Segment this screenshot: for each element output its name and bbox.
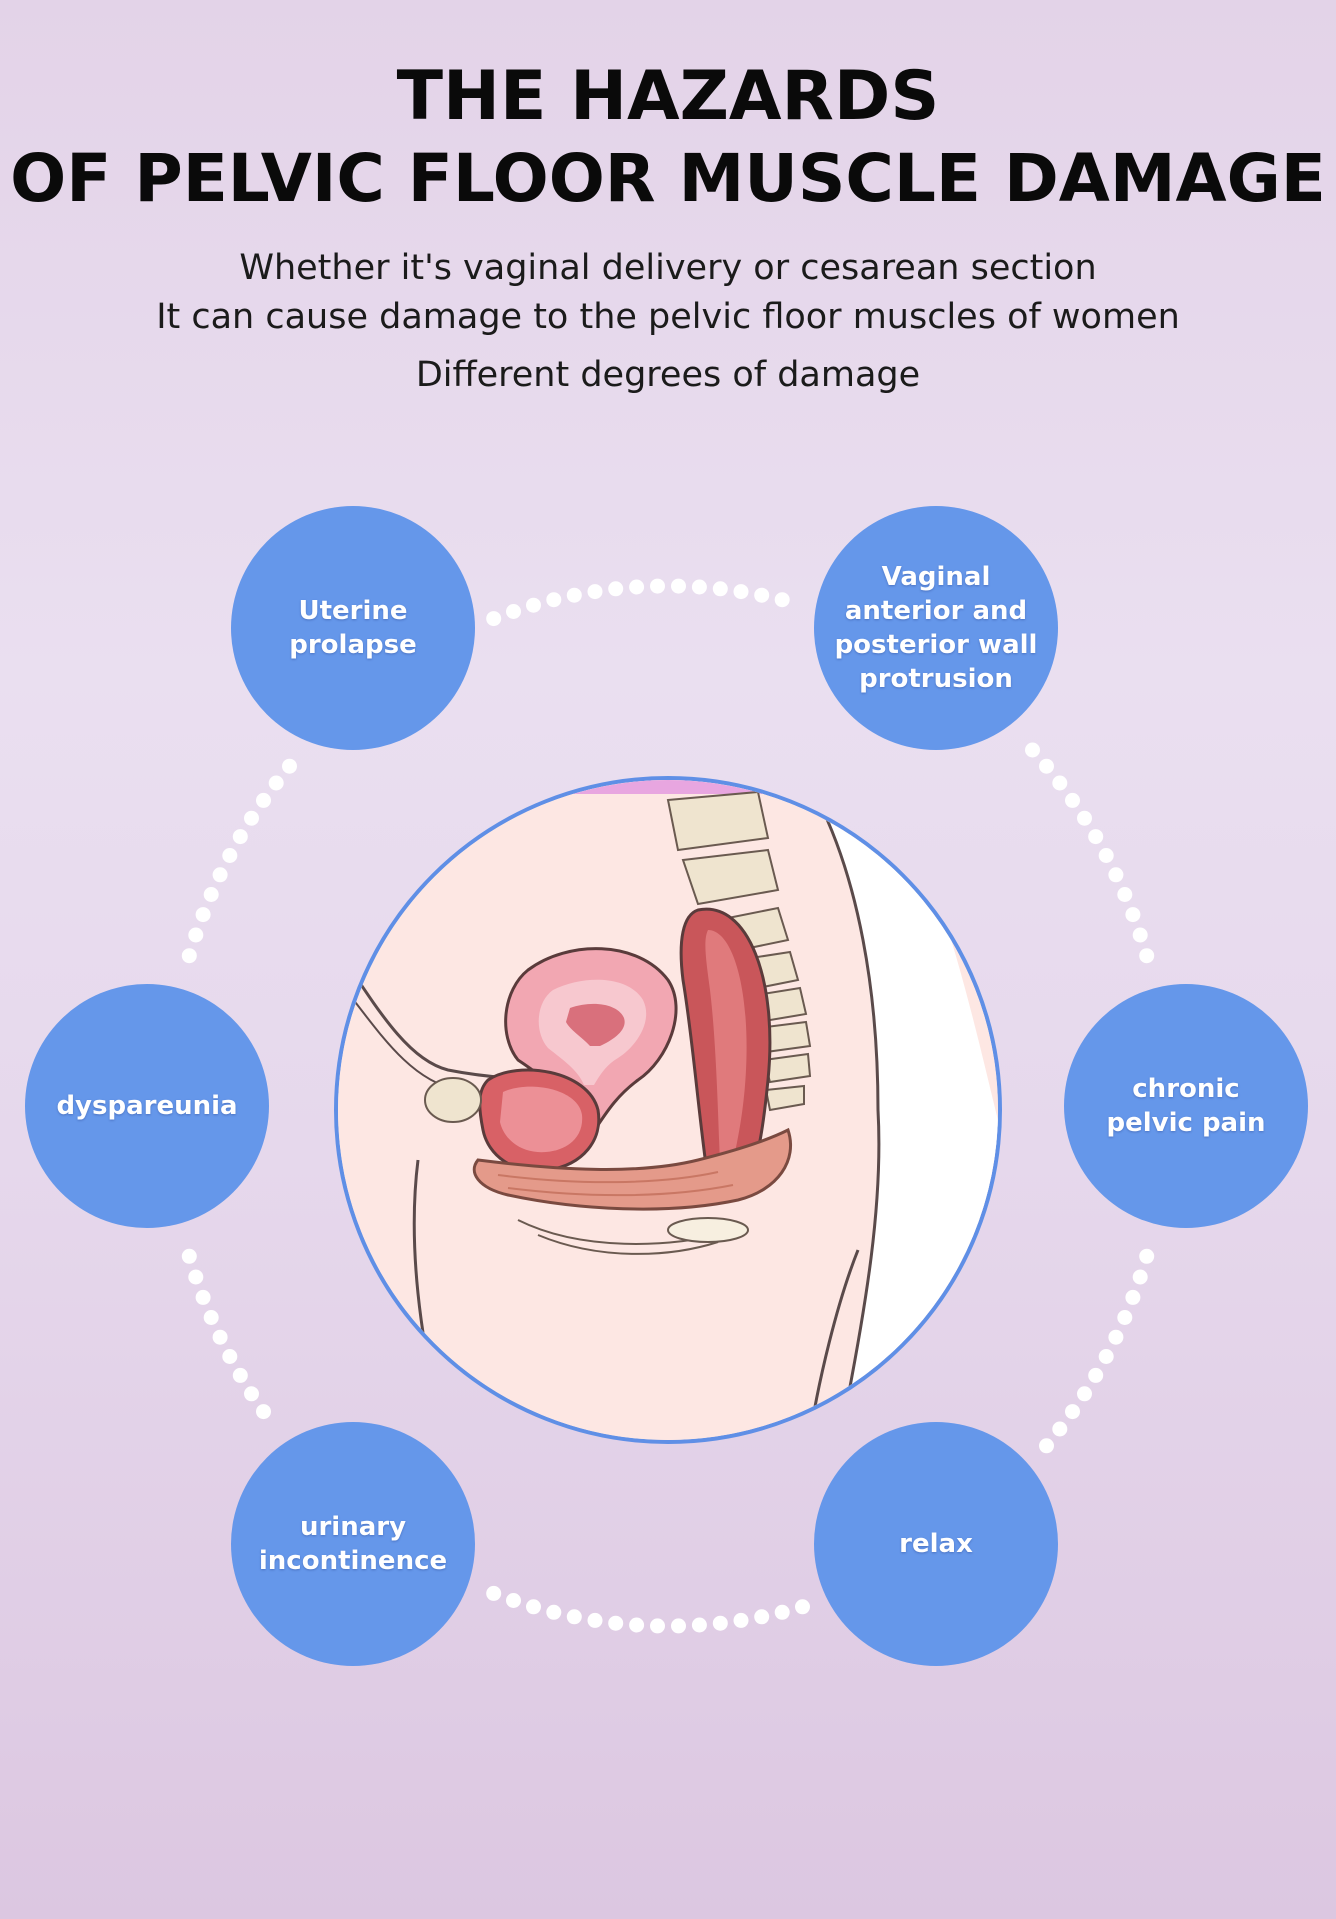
ring-dot — [754, 587, 770, 603]
ring-dot — [712, 1615, 728, 1631]
ring-dot — [546, 592, 562, 608]
ring-dot — [629, 579, 645, 595]
ring-dot — [774, 1604, 790, 1620]
subtitle-line-2: It can cause damage to the pelvic floor … — [156, 297, 1180, 337]
hazard-dyspareunia: dyspareunia — [25, 984, 269, 1228]
ring-dot — [712, 581, 728, 597]
ring-dot — [222, 848, 238, 863]
hazard-label: dyspareunia — [56, 1091, 238, 1121]
ring-dot — [1132, 1269, 1148, 1285]
ring-dot — [232, 1367, 248, 1383]
page-title-line-1: THE HAZARDS — [396, 57, 940, 136]
hazard-label: relax — [899, 1529, 973, 1559]
hazard-relax: relax — [814, 1422, 1058, 1666]
ring-dot — [1125, 1289, 1141, 1305]
ring-dot — [566, 1609, 582, 1625]
ring-dot — [256, 792, 271, 808]
ring-dot — [203, 887, 219, 902]
ring-dot — [587, 1612, 603, 1628]
ring-dot — [526, 597, 541, 613]
ring-dot — [203, 1310, 219, 1325]
ring-dot — [1139, 1248, 1155, 1264]
ring-dot — [244, 810, 259, 826]
ring-dot — [1108, 1329, 1124, 1345]
ring-dot — [526, 1599, 541, 1615]
ring-dot — [1088, 1367, 1104, 1383]
ring-dot — [691, 1617, 707, 1633]
ring-dot — [1117, 887, 1133, 902]
ring-dot — [222, 1349, 238, 1364]
pelvic-floor-anatomy-icon — [338, 780, 998, 1440]
ring-dot — [587, 584, 603, 600]
ring-dot — [1052, 775, 1068, 791]
ring-dot — [774, 592, 790, 608]
ring-dot — [282, 758, 297, 774]
ring-dot — [1052, 1421, 1068, 1437]
hazard-label: chronic pelvic pain — [1106, 1074, 1266, 1138]
ring-dot — [181, 948, 197, 964]
hazard-vaginal-wall-protrusion: Vaginal anterior and posterior wall prot… — [814, 506, 1058, 750]
ring-dot — [629, 1617, 645, 1633]
ring-dot — [1132, 927, 1148, 943]
ring-dot — [1065, 1404, 1080, 1420]
ring-dot — [608, 1615, 624, 1631]
ring-dot — [188, 927, 204, 943]
ring-dot — [244, 1386, 259, 1402]
ring-dot — [566, 587, 582, 603]
ring-dot — [486, 611, 502, 627]
hazard-chronic-pelvic-pain: chronic pelvic pain — [1064, 984, 1308, 1228]
ring-dot — [1039, 758, 1054, 774]
hazard-uterine-prolapse: Uterine prolapse — [231, 506, 475, 750]
ring-dot — [1039, 1438, 1054, 1454]
ring-dot — [188, 1269, 204, 1285]
ring-dot — [795, 1599, 810, 1615]
pelvic-anatomy-illustration — [334, 776, 1002, 1444]
ring-dot — [195, 1289, 211, 1305]
ring-dot — [1117, 1310, 1133, 1325]
ring-dot — [1108, 867, 1124, 883]
ring-dot — [671, 1618, 686, 1634]
ring-dot — [546, 1604, 562, 1620]
subtitle-line-1: Whether it's vaginal delivery or cesarea… — [239, 248, 1097, 288]
ring-dot — [212, 867, 228, 883]
ring-dot — [1065, 792, 1080, 808]
ring-dot — [256, 1404, 271, 1420]
ring-dot — [691, 579, 707, 595]
ring-dot — [650, 1618, 665, 1634]
ring-dot — [1139, 948, 1155, 964]
ring-dot — [181, 1248, 197, 1264]
ring-dot — [195, 907, 211, 923]
ring-dot — [671, 578, 686, 594]
ring-dot — [733, 1612, 749, 1628]
ring-dot — [486, 1585, 502, 1601]
ring-dot — [268, 775, 284, 791]
ring-dot — [650, 578, 665, 594]
page-title-line-2: OF PELVIC FLOOR MUSCLE DAMAGE — [10, 140, 1326, 217]
hazard-label: urinary incontinence — [258, 1512, 448, 1576]
hazard-label: Uterine prolapse — [289, 596, 417, 660]
ring-dot — [1077, 1386, 1092, 1402]
ring-dot — [733, 584, 749, 600]
ring-dot — [1025, 742, 1040, 758]
ring-dot — [608, 581, 624, 597]
ring-dot — [212, 1329, 228, 1345]
subtitle-line-3: Different degrees of damage — [415, 355, 921, 395]
ring-dot — [1077, 810, 1092, 826]
ring-dot — [232, 829, 248, 845]
ring-dot — [754, 1609, 770, 1625]
ring-dot — [1098, 848, 1114, 863]
ring-dot — [506, 604, 521, 619]
ring-dot — [1125, 907, 1141, 923]
ring-dot — [506, 1593, 521, 1608]
ring-dot — [1088, 829, 1104, 845]
hazard-label: Vaginal anterior and posterior wall prot… — [834, 562, 1038, 694]
ring-dot — [1098, 1349, 1114, 1364]
hazard-urinary-incontinence: urinary incontinence — [231, 1422, 475, 1666]
